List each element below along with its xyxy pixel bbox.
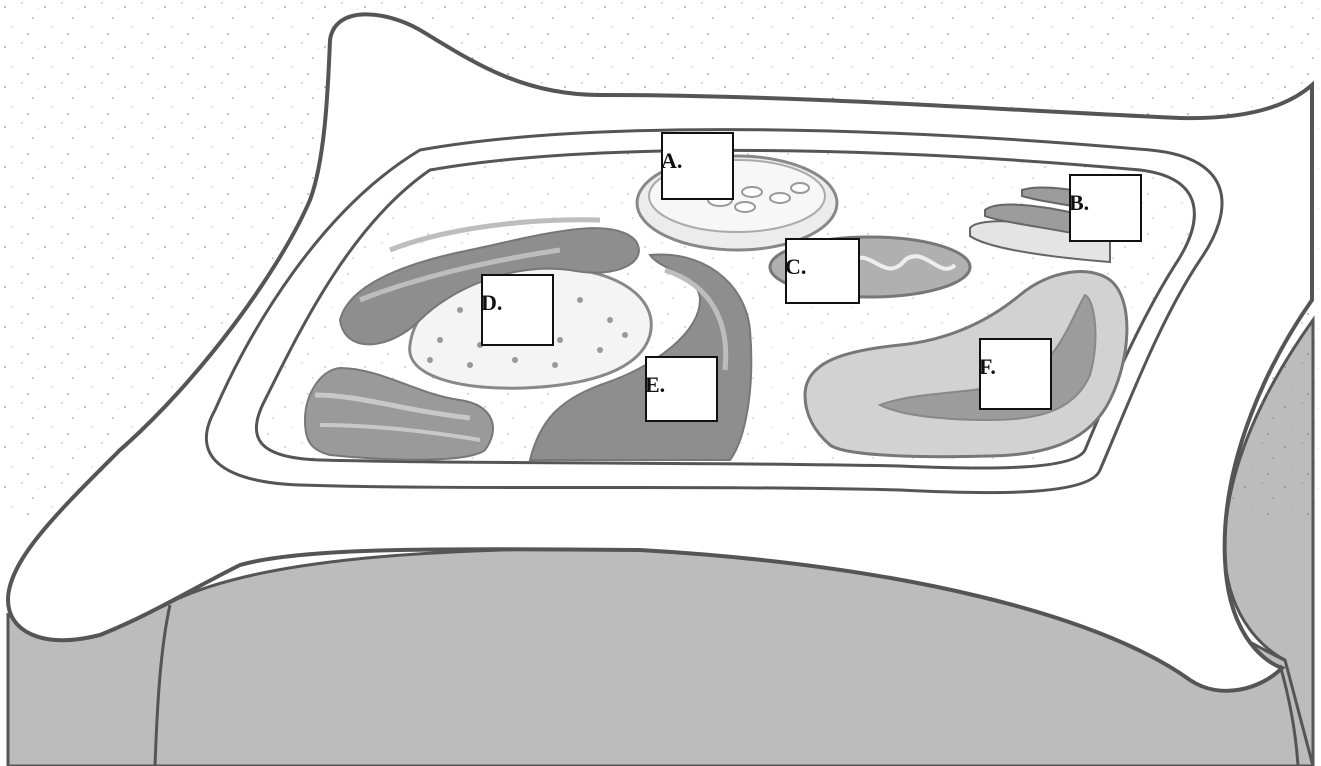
label-e: E.: [645, 374, 665, 396]
label-box-b[interactable]: B.: [1069, 174, 1142, 242]
label-box-a[interactable]: A.: [661, 132, 734, 200]
label-b: B.: [1069, 192, 1089, 214]
label-box-e[interactable]: E.: [645, 356, 718, 422]
label-box-d[interactable]: D.: [481, 274, 554, 346]
label-f: F.: [979, 356, 996, 378]
label-box-f[interactable]: F.: [979, 338, 1052, 410]
label-box-c[interactable]: C.: [785, 238, 860, 304]
label-d: D.: [481, 292, 502, 314]
label-c: C.: [785, 256, 806, 278]
label-a: A.: [661, 150, 682, 172]
